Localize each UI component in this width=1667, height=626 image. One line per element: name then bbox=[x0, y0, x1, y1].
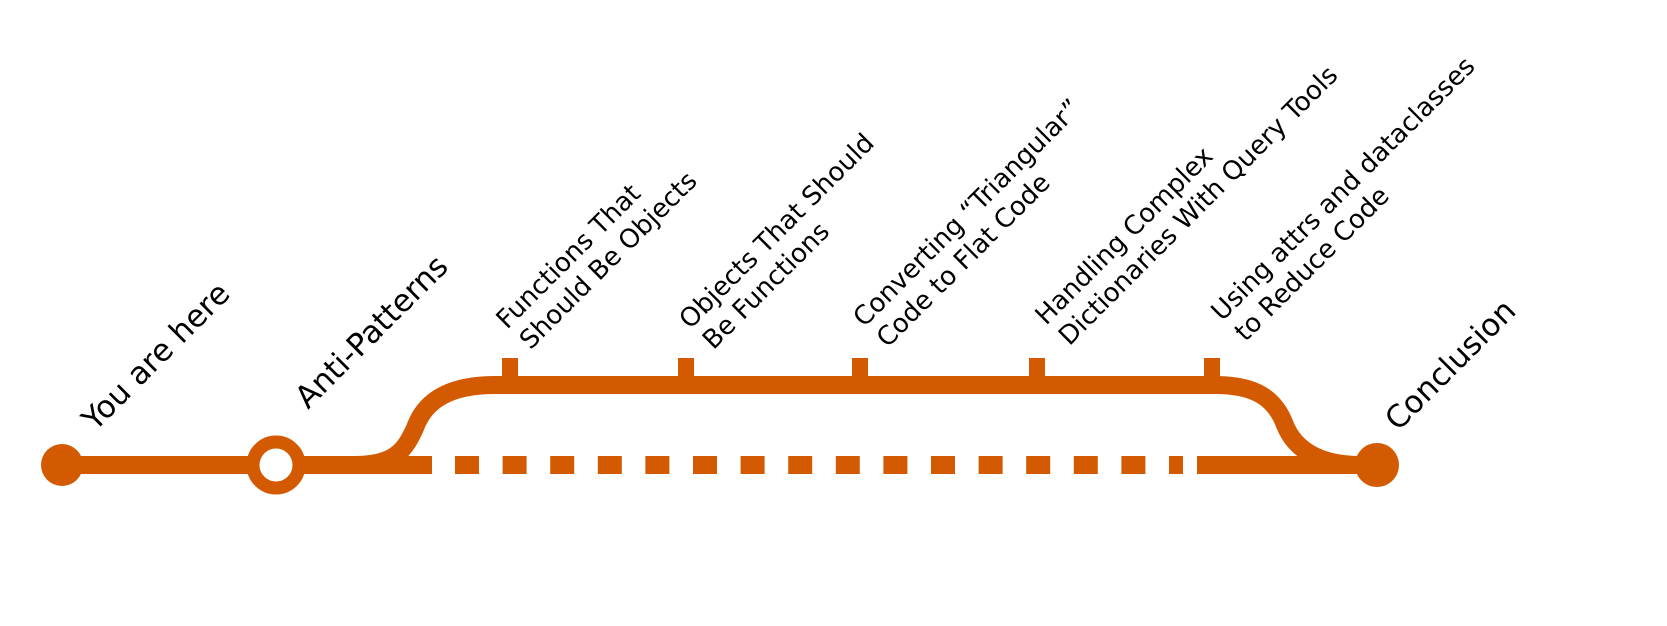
label-line: Dictionaries With Query Tools bbox=[1053, 60, 1344, 351]
label-line: Objects That Should bbox=[674, 128, 881, 335]
station-anti-patterns-interchange bbox=[246, 435, 306, 495]
label-line: Using attrs and dataclasses bbox=[1206, 51, 1482, 327]
label-line: Handling Complex bbox=[1030, 141, 1220, 331]
label-you-are-here: You are here bbox=[74, 276, 237, 439]
stop-tick bbox=[502, 358, 518, 388]
label-conclusion: Conclusion bbox=[1378, 293, 1523, 438]
branch-line bbox=[354, 376, 1361, 474]
stop-tick bbox=[852, 358, 868, 388]
stop-tick bbox=[1029, 358, 1045, 388]
stop-tick bbox=[678, 358, 694, 388]
label-branch-stop: Handling ComplexDictionaries With Query … bbox=[1030, 38, 1344, 352]
label-branch-stop: Using attrs and dataclassesto Reduce Cod… bbox=[1206, 51, 1503, 348]
label-branch-stop: Functions ThatShould Be Objects bbox=[491, 144, 704, 357]
station-start-dot bbox=[41, 444, 83, 486]
station-end-dot bbox=[1355, 443, 1399, 487]
stop-tick bbox=[1204, 358, 1220, 388]
label-anti-patterns: Anti-Patterns bbox=[288, 248, 455, 415]
